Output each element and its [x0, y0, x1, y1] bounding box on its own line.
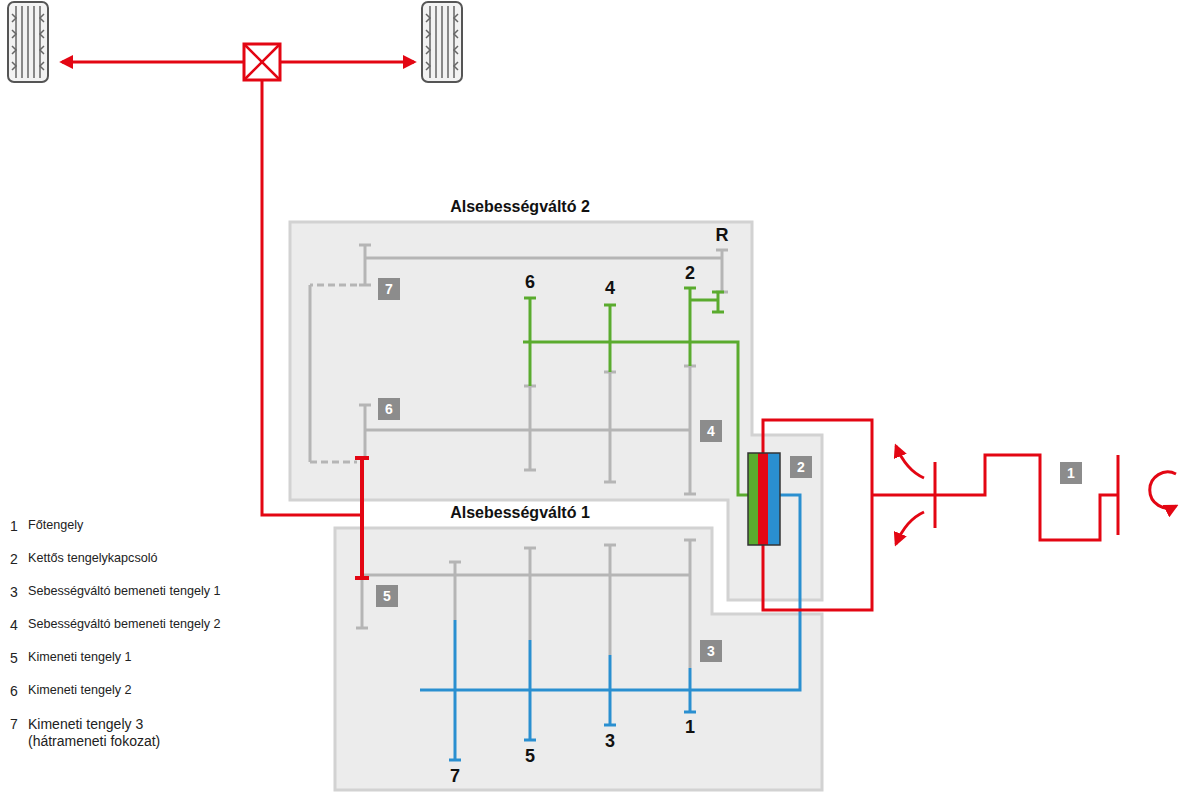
output-shaft-3	[365, 257, 722, 260]
clutch-disc	[768, 453, 780, 545]
tyre	[422, 2, 462, 82]
tyre-tread	[426, 14, 458, 70]
housing-outline	[290, 222, 822, 600]
differential-cross	[244, 44, 280, 80]
gear-number: R	[716, 225, 729, 247]
flow-arrow	[896, 512, 924, 544]
subtransmission-housing: Alsebességváltó 1	[335, 528, 822, 790]
housing-heading: Alsebességváltó 1	[450, 503, 590, 523]
tyre	[8, 2, 48, 82]
legend-number: 5	[10, 650, 18, 667]
clutch-disc	[758, 453, 768, 545]
legend-text: Kimeneti tengely 2	[28, 683, 256, 698]
gear-number: 2	[685, 263, 695, 285]
housing-outline	[335, 528, 822, 790]
rotation-arrow	[1150, 472, 1176, 508]
callout-number: 2	[790, 456, 812, 478]
legend-text: Főtengely	[28, 518, 256, 533]
tyre-tread	[12, 14, 44, 70]
callout-number: 4	[700, 420, 722, 442]
idler-link	[690, 299, 718, 302]
tyre-tread	[430, 6, 454, 78]
gear-number: 6	[525, 272, 535, 294]
callout-number: 7	[378, 278, 400, 300]
callout-number: 6	[378, 398, 400, 420]
legend-text: Sebességváltó bemeneti tengely 2	[28, 617, 256, 632]
legend-number: 3	[10, 584, 18, 601]
gear-number: 5	[525, 746, 535, 768]
legend-number: 2	[10, 551, 18, 568]
legend-number: 4	[10, 617, 18, 634]
housing-heading: Alsebességváltó 2	[450, 197, 590, 217]
differential	[244, 44, 280, 80]
gear-number: 4	[605, 278, 615, 300]
gear-number: 1	[685, 717, 695, 739]
legend-text: Sebességváltó bemeneti tengely 1	[28, 584, 256, 599]
gear-number: 7	[450, 766, 460, 788]
output-shaft-2	[365, 429, 690, 432]
output-shaft-1	[362, 574, 690, 577]
output-link	[309, 285, 312, 462]
legend-text: Kimeneti tengely 3 (hátrameneti fokozat)	[28, 716, 198, 750]
clutch-disc	[748, 453, 758, 545]
tyre-tread	[16, 6, 40, 78]
legend-number: 6	[10, 683, 18, 700]
housing-shape	[335, 528, 822, 790]
callout-number: 5	[376, 585, 398, 607]
gear-number: 3	[605, 731, 615, 753]
clutch-outline	[748, 453, 780, 545]
legend-text: Kettős tengelykapcsoló	[28, 551, 256, 566]
crankshaft	[935, 455, 1118, 540]
callout-number: 3	[700, 640, 722, 662]
callout-number: 1	[1060, 462, 1082, 484]
legend-text: Kimeneti tengely 1	[28, 650, 256, 665]
subtransmission-housing: Alsebességváltó 2	[290, 222, 822, 600]
flywheel	[872, 462, 935, 528]
flow-arrow	[896, 446, 924, 478]
legend-number: 7	[10, 716, 18, 733]
axle-arrow	[62, 61, 244, 64]
axle-arrow	[280, 61, 414, 64]
legend-number: 1	[10, 518, 18, 535]
